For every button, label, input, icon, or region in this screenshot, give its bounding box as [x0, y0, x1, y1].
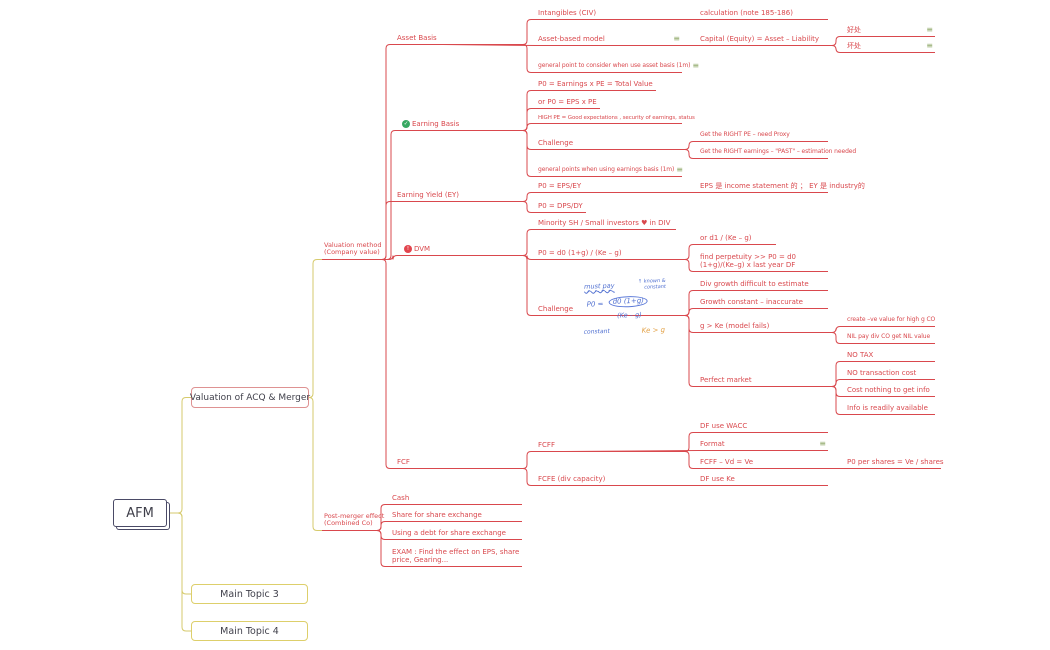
task-done-icon[interactable]: ✓ [402, 120, 410, 129]
notes-icon[interactable]: ≡ [676, 165, 683, 174]
topic-post-merger-effect[interactable]: Post-merger effect (Combined Co) [322, 512, 385, 531]
topic-no-tax[interactable]: NO TAX [845, 350, 935, 363]
topic-capital-equation[interactable]: Capital (Equity) = Asset – Liability [698, 34, 828, 47]
topic-fcff[interactable]: FCFF [536, 440, 564, 453]
topic-label: Valuation method [324, 241, 382, 249]
topic-challenge-earning-basis[interactable]: Challenge [536, 138, 576, 151]
main-topic-valuation[interactable]: Valuation of ACQ & Merger [190, 387, 310, 408]
topic-earning-basis[interactable]: ✓ Earning Basis [400, 119, 464, 132]
notes-icon[interactable]: ≡ [926, 25, 933, 35]
topic-fcf[interactable]: FCF [395, 457, 419, 470]
topic-p0-earnings-pe[interactable]: P0 = Earnings x PE = Total Value [536, 79, 656, 92]
topic-cons[interactable]: 坏处 ≡ [845, 41, 935, 54]
topic-perfect-market[interactable]: Perfect market [698, 375, 828, 388]
priority-icon[interactable]: ! [404, 245, 412, 254]
topic-df-wacc[interactable]: DF use WACC [698, 421, 828, 434]
handwritten-sketch[interactable]: must pay ↑ known & constant P0 = d0 (1+g… [582, 278, 686, 346]
topic-p0-eps-ey[interactable]: P0 = EPS/EY [536, 181, 584, 194]
topic-format[interactable]: Format ≡ [698, 439, 828, 452]
topic-general-point-asset-basis[interactable]: general point to consider when use asset… [536, 61, 699, 73]
topic-exam-effect[interactable]: EXAM : Find the effect on EPS, share pri… [390, 547, 522, 568]
topic-fcff-vd-ve[interactable]: FCFF – Vd = Ve [698, 457, 828, 470]
topic-label: (Company value) [324, 248, 380, 257]
topic-challenge-dvm[interactable]: Challenge [536, 304, 576, 317]
topic-label: Post-merger effect [324, 512, 385, 520]
notes-icon[interactable]: ≡ [926, 41, 933, 51]
topic-pros[interactable]: 好处 ≡ [845, 25, 935, 38]
topic-civ-calculation[interactable]: calculation (note 185-186) [698, 8, 828, 21]
topic-minority-investors-div[interactable]: Minority SH / Small investors ♥ in DIV [536, 218, 676, 231]
topic-info-available[interactable]: Info is readily available [845, 403, 935, 416]
notes-icon[interactable]: ≡ [692, 61, 699, 70]
notes-icon[interactable]: ≡ [673, 34, 680, 44]
topic-debt-for-share[interactable]: Using a debt for share exchange [390, 528, 522, 541]
topic-dvm[interactable]: ! DVM [402, 244, 442, 257]
sketch-text-constant: constant [583, 327, 610, 336]
topic-earning-yield[interactable]: Earning Yield (EY) [395, 190, 465, 203]
topic-label: 好处 [847, 26, 861, 34]
topic-general-points-earnings[interactable]: general points when using earnings basis… [536, 165, 683, 177]
topic-asset-basis[interactable]: Asset Basis [395, 33, 443, 46]
topic-free-info[interactable]: Cost nothing to get info [845, 385, 935, 398]
topic-share-for-share[interactable]: Share for share exchange [390, 510, 522, 523]
sketch-text-must-pay: must pay [583, 281, 615, 291]
topic-label: (Combined Co) [324, 519, 373, 528]
topic-right-pe[interactable]: Get the RIGHT PE – need Proxy [698, 131, 828, 142]
main-topic-4[interactable]: Main Topic 4 [191, 621, 308, 641]
topic-growth-constant[interactable]: Growth constant – inaccurate [698, 297, 828, 310]
topic-asset-based-model[interactable]: Asset-based model ≡ [536, 34, 682, 47]
sketch-text-condition: Ke > g [641, 325, 666, 335]
topic-no-transaction-cost[interactable]: NO transaction cost [845, 368, 935, 381]
topic-label: general points when using earnings basis… [538, 165, 675, 173]
topic-fcfe[interactable]: FCFE (div capacity) [536, 474, 608, 487]
topic-negative-value-high-g[interactable]: create –ve value for high g CO [845, 316, 935, 327]
topic-dvm-formula[interactable]: P0 = d0 (1+g) / (Ke – g) [536, 248, 628, 261]
topic-label: Asset-based model [538, 35, 605, 43]
topic-intangibles-civ[interactable]: Intangibles (CIV) [536, 8, 606, 21]
topic-p0-per-share[interactable]: P0 per shares = Ve / shares [845, 457, 944, 470]
topic-df-ke[interactable]: DF use Ke [698, 474, 828, 487]
topic-right-earnings[interactable]: Get the RIGHT earnings – "PAST" – estima… [698, 148, 856, 159]
sketch-formula-prefix: P0 = [586, 300, 604, 309]
topic-d1-formula[interactable]: or d1 / (Ke – g) [698, 233, 776, 246]
sketch-text-known-2: constant [644, 283, 666, 291]
topic-div-growth-estimate[interactable]: Div growth difficult to estimate [698, 279, 828, 292]
topic-high-pe[interactable]: HIGH PE = Good expectations , security o… [536, 114, 695, 125]
topic-find-perpetuity[interactable]: find perpetuity >> P0 = d0 (1+g)/(Ke–g) … [698, 252, 828, 273]
topic-label: 坏处 [847, 42, 861, 50]
topic-valuation-method[interactable]: Valuation method (Company value) [322, 241, 382, 260]
topic-label: Format [700, 440, 725, 448]
notes-icon[interactable]: ≡ [819, 439, 826, 449]
topic-nil-div-nil-value[interactable]: NIL pay div CO get NIL value [845, 333, 935, 344]
main-topic-3[interactable]: Main Topic 3 [191, 584, 308, 604]
topic-cash[interactable]: Cash [390, 493, 522, 506]
topic-p0-eps-pe[interactable]: or P0 = EPS x PE [536, 97, 600, 110]
topic-g-greater-ke[interactable]: g > Ke (model fails) [698, 321, 828, 334]
root-topic-afm[interactable]: AFM [113, 499, 167, 527]
topic-p0-dps-dy[interactable]: P0 = DPS/DY [536, 201, 586, 214]
topic-eps-ey-note[interactable]: EPS 是 income statement 的 ； EY 是 industry… [698, 181, 865, 194]
sketch-formula-denominator: (Ke – g) [616, 310, 642, 320]
topic-label: general point to consider when use asset… [538, 61, 691, 69]
sketch-formula-numerator: d0 (1+g) [608, 295, 649, 308]
topic-label: Earning Basis [412, 120, 460, 128]
topic-label: DVM [414, 245, 431, 253]
